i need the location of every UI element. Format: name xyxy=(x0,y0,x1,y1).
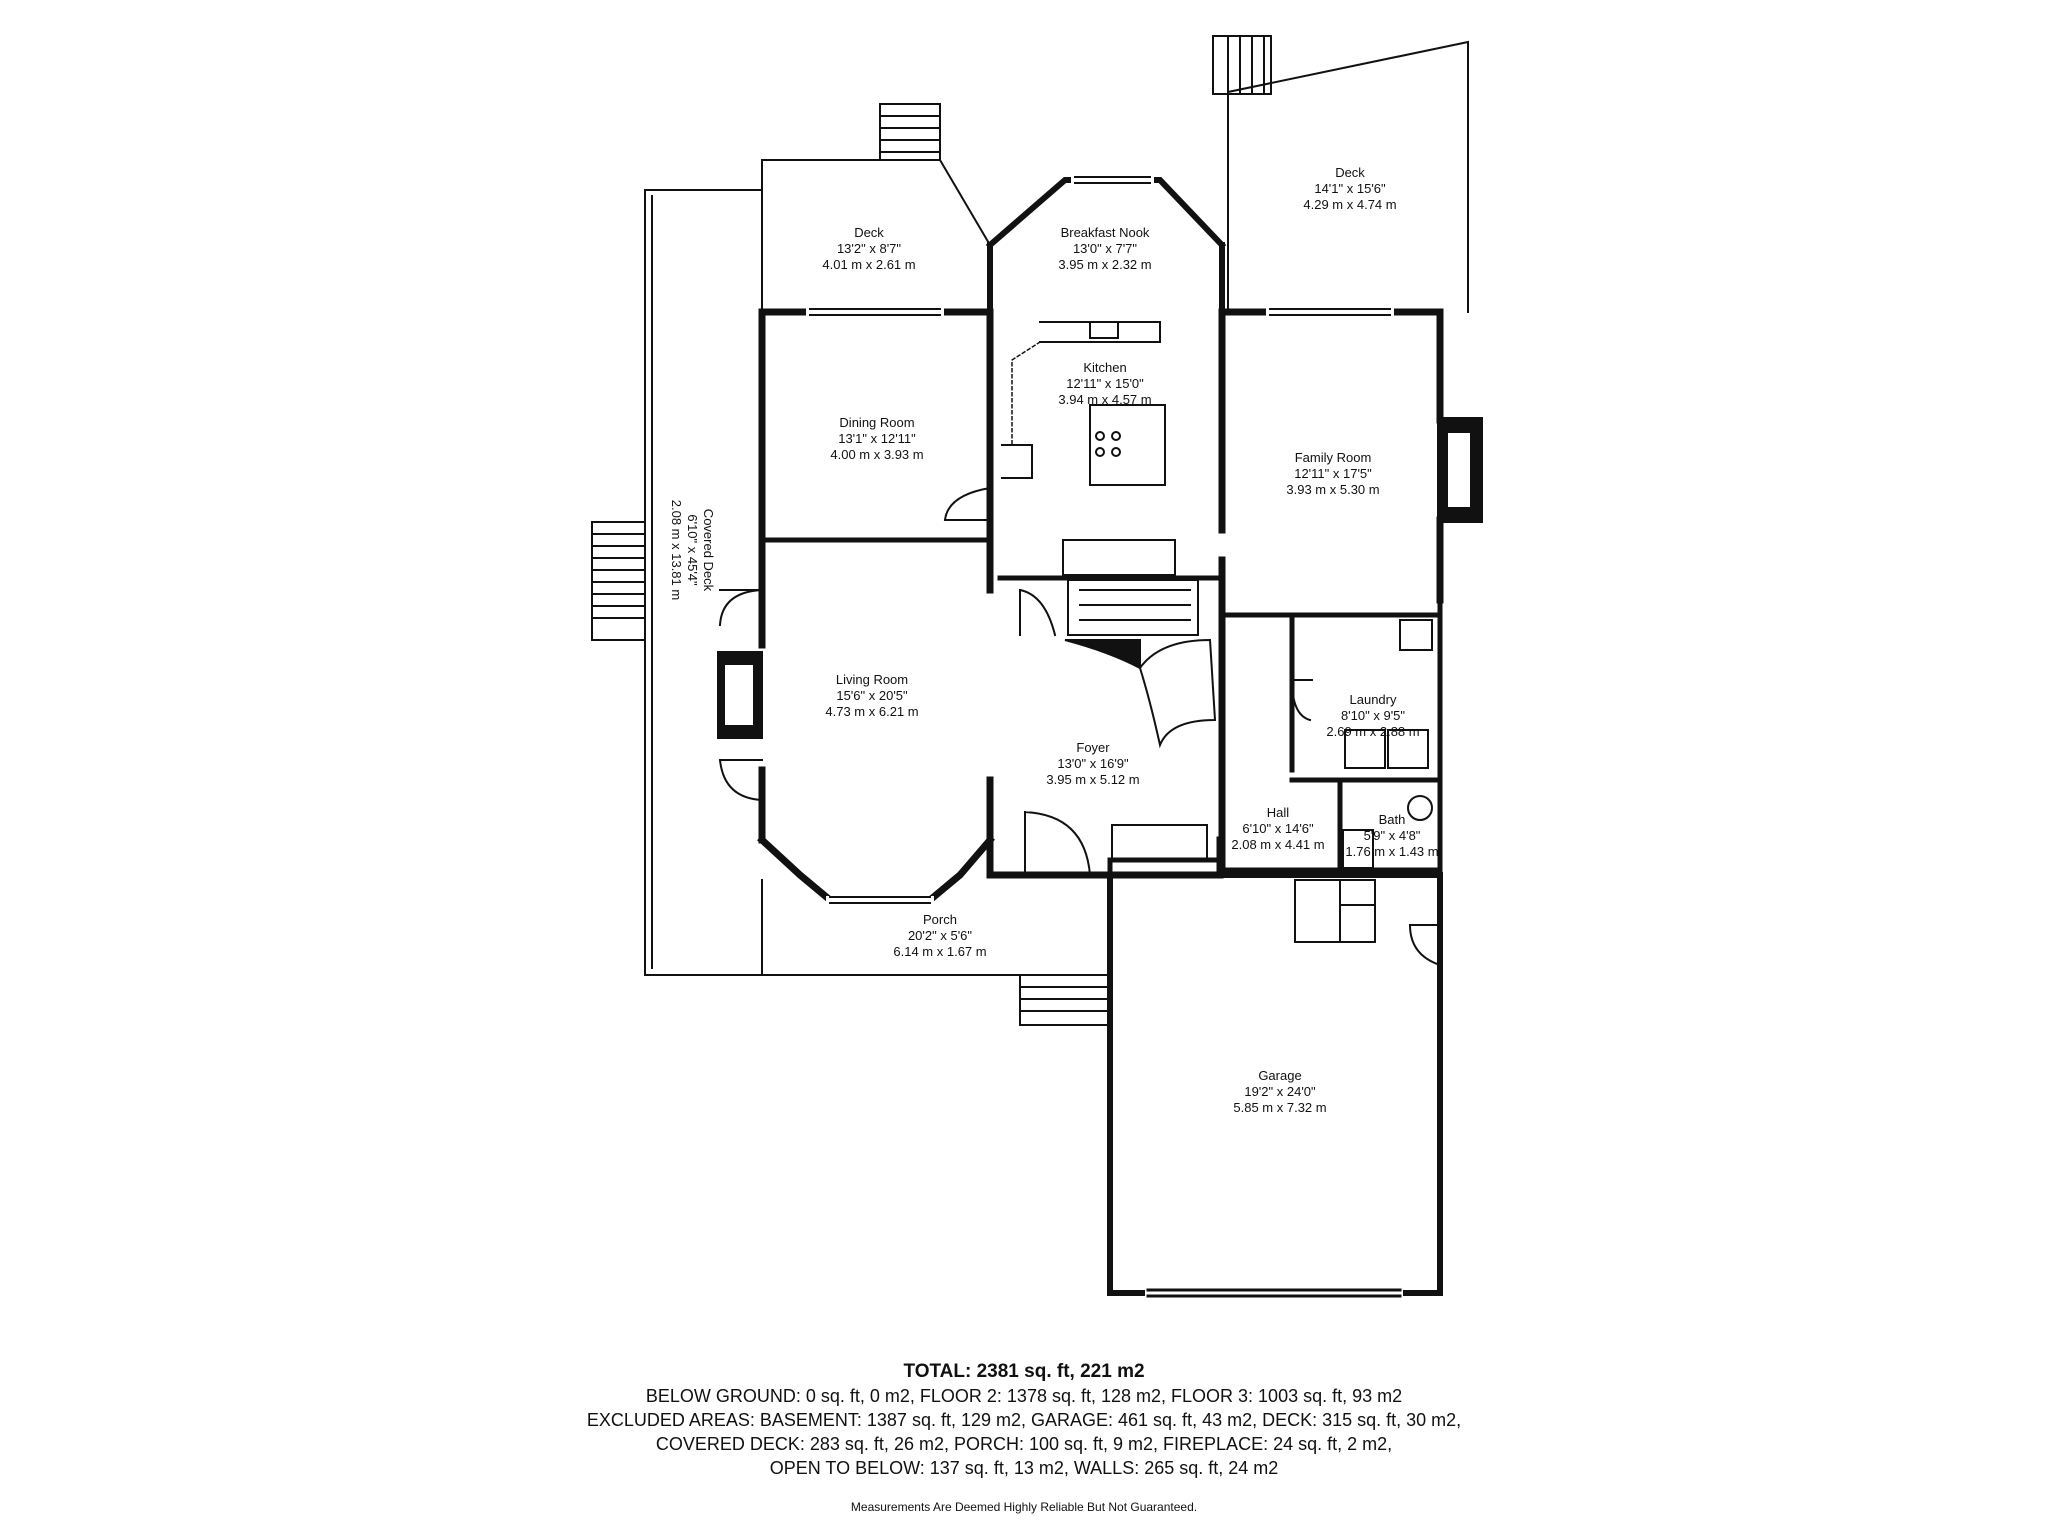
foyer-stairs xyxy=(1067,579,1199,636)
room-metric: 4.00 m x 3.93 m xyxy=(830,447,924,462)
porch-stairs xyxy=(1019,974,1111,1026)
deck-left-stairs xyxy=(879,103,941,161)
room-metric: 1.76 m x 1.43 m xyxy=(1345,844,1439,859)
room-imperial: 6'10" x 45'4" xyxy=(685,514,700,586)
summary-line-1: BELOW GROUND: 0 sq. ft, 0 m2, FLOOR 2: 1… xyxy=(645,1386,1403,1406)
living-fireplace xyxy=(717,651,763,739)
room-metric: 4.73 m x 6.21 m xyxy=(825,704,919,719)
room-name: Covered Deck xyxy=(701,508,716,592)
room-name: Porch xyxy=(923,912,957,927)
deck-right-stairs xyxy=(1212,35,1272,95)
room-metric: 2.69 m x 2.88 m xyxy=(1326,724,1420,739)
deck-left-outline xyxy=(761,159,992,313)
room-label-garage: Garage 19'2" x 24'0" 5.85 m x 7.32 m xyxy=(1233,1068,1326,1116)
room-name: Deck xyxy=(1335,165,1365,180)
laundry-fixtures xyxy=(1344,619,1433,769)
room-label-deck-left: Deck 13'2" x 8'7" 4.01 m x 2.61 m xyxy=(822,225,915,273)
summary-line-3: COVERED DECK: 283 sq. ft, 26 m2, PORCH: … xyxy=(655,1434,1393,1454)
kitchen-counter xyxy=(1001,321,1176,576)
room-label-laundry: Laundry 8'10" x 9'5" 2.69 m x 2.88 m xyxy=(1326,692,1419,740)
room-label-hall: Hall 6'10" x 14'6" 2.08 m x 4.41 m xyxy=(1231,805,1324,853)
room-metric: 3.93 m x 5.30 m xyxy=(1286,482,1380,497)
room-imperial: 13'2" x 8'7" xyxy=(836,241,902,256)
deck-right-outline xyxy=(1227,40,1469,313)
room-imperial: 14'1" x 15'6" xyxy=(1314,181,1386,196)
room-label-kitchen: Kitchen 12'11" x 15'0" 3.94 m x 4.57 m xyxy=(1058,360,1151,408)
room-name: Hall xyxy=(1266,805,1290,820)
covered-deck-stairs xyxy=(591,521,646,641)
room-imperial: 15'6" x 20'5" xyxy=(836,688,908,703)
room-name: Garage xyxy=(1258,1068,1302,1083)
bath-fixtures xyxy=(1342,795,1433,869)
room-label-dining-room: Dining Room 13'1" x 12'11" 4.00 m x 3.93… xyxy=(830,415,923,463)
room-label-porch: Porch 20'2" x 5'6" 6.14 m x 1.67 m xyxy=(893,912,986,960)
room-imperial: 13'0" x 16'9" xyxy=(1057,756,1129,771)
room-name: Dining Room xyxy=(839,415,915,430)
garage-stairs xyxy=(1294,879,1376,943)
room-imperial: 20'2" x 5'6" xyxy=(907,928,973,943)
disclaimer: Measurements Are Deemed Highly Reliable … xyxy=(850,1500,1198,1514)
room-imperial: 12'11" x 17'5" xyxy=(1294,466,1372,481)
area-summary: TOTAL: 2381 sq. ft, 221 m2 BELOW GROUND:… xyxy=(0,1360,2048,1514)
room-imperial: 6'10" x 14'6" xyxy=(1242,821,1314,836)
doors xyxy=(718,486,1442,967)
garage-door xyxy=(1145,1288,1403,1298)
room-name: Living Room xyxy=(835,672,909,687)
room-name: Breakfast Nook xyxy=(1060,225,1150,240)
summary-total: TOTAL: 2381 sq. ft, 221 m2 xyxy=(903,1361,1145,1382)
room-name: Deck xyxy=(854,225,884,240)
room-imperial: 13'1" x 12'11" xyxy=(838,431,916,446)
room-metric: 5.85 m x 7.32 m xyxy=(1233,1100,1327,1115)
room-label-breakfast-nook: Breakfast Nook 13'0" x 7'7" 3.95 m x 2.3… xyxy=(1058,225,1151,273)
room-name: Kitchen xyxy=(1083,360,1127,375)
windows xyxy=(806,176,1394,904)
room-label-foyer: Foyer 13'0" x 16'9" 3.95 m x 5.12 m xyxy=(1046,740,1139,788)
room-metric: 3.95 m x 5.12 m xyxy=(1046,772,1140,787)
room-name: Bath xyxy=(1378,812,1406,827)
room-metric: 2.08 m x 4.41 m xyxy=(1231,837,1325,852)
summary-line-4: OPEN TO BELOW: 137 sq. ft, 13 m2, WALLS:… xyxy=(769,1458,1279,1478)
room-imperial: 12'11" x 15'0" xyxy=(1066,376,1144,391)
summary-line-2: EXCLUDED AREAS: BASEMENT: 1387 sq. ft, 1… xyxy=(586,1410,1462,1430)
room-label-family-room: Family Room 12'11" x 17'5" 3.93 m x 5.30… xyxy=(1286,450,1379,498)
room-metric: 2.08 m x 13.81 m xyxy=(669,499,684,601)
room-name: Laundry xyxy=(1349,692,1397,707)
room-metric: 3.95 m x 2.32 m xyxy=(1058,257,1152,272)
curved-stairs xyxy=(1064,638,1217,749)
room-label-bath: Bath 5'9" x 4'8" 1.76 m x 1.43 m xyxy=(1345,812,1438,860)
interior-walls xyxy=(759,537,1443,878)
room-label-living-room: Living Room 15'6" x 20'5" 4.73 m x 6.21 … xyxy=(825,672,918,720)
room-metric: 6.14 m x 1.67 m xyxy=(893,944,987,959)
family-fireplace xyxy=(1437,417,1483,523)
kitchen-island xyxy=(1089,404,1166,486)
room-imperial: 19'2" x 24'0" xyxy=(1244,1084,1316,1099)
room-imperial: 8'10" x 9'5" xyxy=(1340,708,1406,723)
room-metric: 3.94 m x 4.57 m xyxy=(1058,392,1152,407)
room-metric: 4.29 m x 4.74 m xyxy=(1303,197,1397,212)
room-metric: 4.01 m x 2.61 m xyxy=(822,257,916,272)
room-label-covered-deck: Covered Deck 6'10" x 45'4" 2.08 m x 13.8… xyxy=(668,500,716,600)
closet xyxy=(1111,824,1208,861)
room-name: Family Room xyxy=(1294,450,1372,465)
room-name: Foyer xyxy=(1076,740,1110,755)
room-imperial: 5'9" x 4'8" xyxy=(1363,828,1421,843)
room-imperial: 13'0" x 7'7" xyxy=(1072,241,1138,256)
kitchen-counter-dashed xyxy=(1011,340,1042,446)
room-label-deck-right: Deck 14'1" x 15'6" 4.29 m x 4.74 m xyxy=(1303,165,1396,213)
